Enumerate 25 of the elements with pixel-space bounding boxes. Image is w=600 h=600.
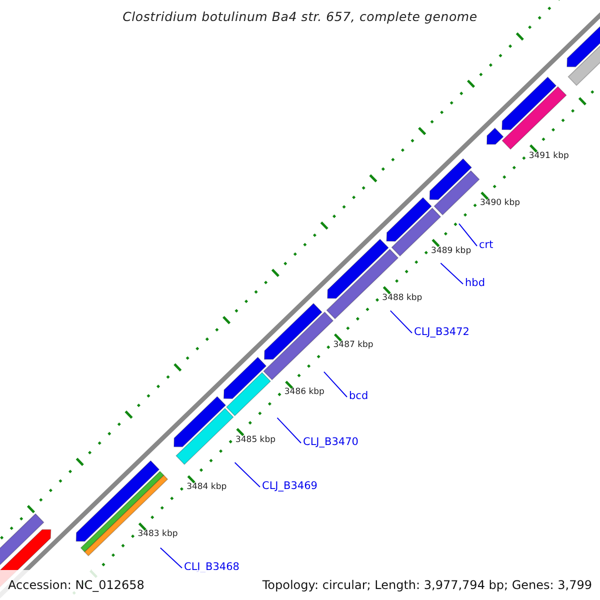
- tick-label: 3491 kbp: [528, 151, 569, 162]
- gene-label: CLJ_B3469: [262, 480, 318, 492]
- tick-label: 3489 kbp: [431, 246, 472, 256]
- leader-line: [390, 310, 412, 334]
- leader-line: [323, 371, 348, 398]
- gene-label: CLJ_B3472: [414, 326, 470, 338]
- tick-label: 3483 kbp: [138, 529, 178, 540]
- leader-line: [234, 462, 260, 488]
- tick-label: 3485 kbp: [235, 434, 276, 445]
- title: Clostridium botulinum Ba4 str. 657, complete genome: [122, 9, 478, 24]
- leader-line: [458, 223, 478, 246]
- gene-label: hbd: [465, 277, 485, 289]
- accession-note: Accession: NC_012658: [0, 570, 240, 600]
- leader-line: [276, 417, 302, 444]
- tick-label: 3486 kbp: [284, 387, 324, 398]
- tick-label: 3484 kbp: [186, 482, 227, 492]
- leader-line: [160, 547, 182, 568]
- gene-label: crt: [479, 239, 494, 251]
- gene-label: CLJ_B3470: [303, 436, 358, 448]
- tick-label: 3487 kbp: [333, 340, 374, 350]
- tick-label: 3488 kbp: [382, 292, 422, 303]
- leader-line: [440, 262, 464, 284]
- tick-label: 3490 kbp: [480, 198, 520, 208]
- gene-label: bcd: [349, 390, 368, 402]
- gene-label: CLJ_B3468: [184, 561, 240, 573]
